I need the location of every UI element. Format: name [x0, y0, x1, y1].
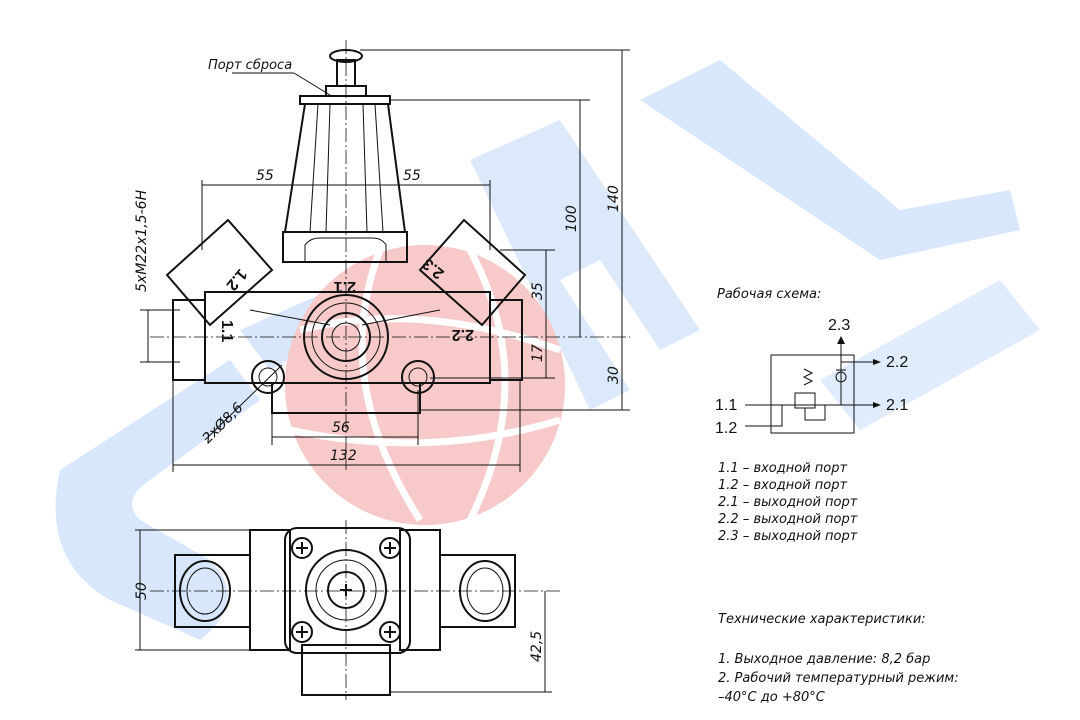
spec-item: 2. Рабочий температурный режим: — [718, 671, 959, 686]
working-scheme: Рабочая схема: 2.3 2.2 1.1 2.1 1.2 1.1 –… — [715, 287, 908, 544]
dim-50: 50 — [134, 582, 150, 600]
watermark-globe-lines — [289, 248, 562, 522]
dim-17: 17 — [530, 344, 546, 362]
port-2-1: 2.1 — [886, 397, 908, 414]
legend-item: 1.1 – входной порт — [718, 461, 847, 476]
valve-top-view: 50 42,5 — [134, 520, 560, 700]
scheme-title: Рабочая схема: — [717, 287, 821, 302]
port-mark-2-1: 2.1 — [334, 278, 356, 295]
watermark-letters — [55, 60, 1040, 640]
release-port-label: Порт сброса — [208, 58, 292, 73]
dim-35: 35 — [530, 282, 546, 300]
watermark-globe — [285, 245, 565, 525]
dim-55-right: 55 — [403, 168, 421, 184]
port-mark-1-2: 1.2 — [223, 265, 250, 293]
port-mark-1-1: 1.1 — [218, 320, 235, 342]
port-2-2: 2.2 — [886, 354, 908, 371]
port-1-1: 1.1 — [715, 397, 737, 414]
legend-item: 2.2 – выходной порт — [718, 512, 858, 527]
watermark-logo — [55, 60, 1040, 640]
port-2-3: 2.3 — [828, 317, 850, 334]
spec-item: 1. Выходное давление: 8,2 бар — [718, 652, 930, 667]
technical-specs: Технические характеристики: 1. Выходное … — [718, 612, 959, 705]
specs-title: Технические характеристики: — [718, 612, 926, 627]
dim-100: 100 — [564, 205, 580, 232]
port-legend: 1.1 – входной порт 1.2 – входной порт 2.… — [718, 461, 858, 544]
dim-55-left: 55 — [256, 168, 274, 184]
spec-item: –40°С до +80°С — [718, 690, 826, 705]
dim-140: 140 — [606, 185, 622, 212]
dim-42-5: 42,5 — [529, 631, 545, 662]
legend-item: 2.3 – выходной порт — [718, 529, 858, 544]
dim-30: 30 — [606, 366, 622, 384]
thread-label: 5xM22x1,5-6H — [134, 189, 150, 292]
legend-item: 1.2 – входной порт — [718, 478, 847, 493]
dim-132: 132 — [330, 448, 357, 464]
legend-item: 2.1 – выходной порт — [718, 495, 858, 510]
port-mark-2-2: 2.2 — [452, 326, 474, 343]
dim-56: 56 — [332, 420, 350, 436]
port-1-2: 1.2 — [715, 420, 737, 437]
